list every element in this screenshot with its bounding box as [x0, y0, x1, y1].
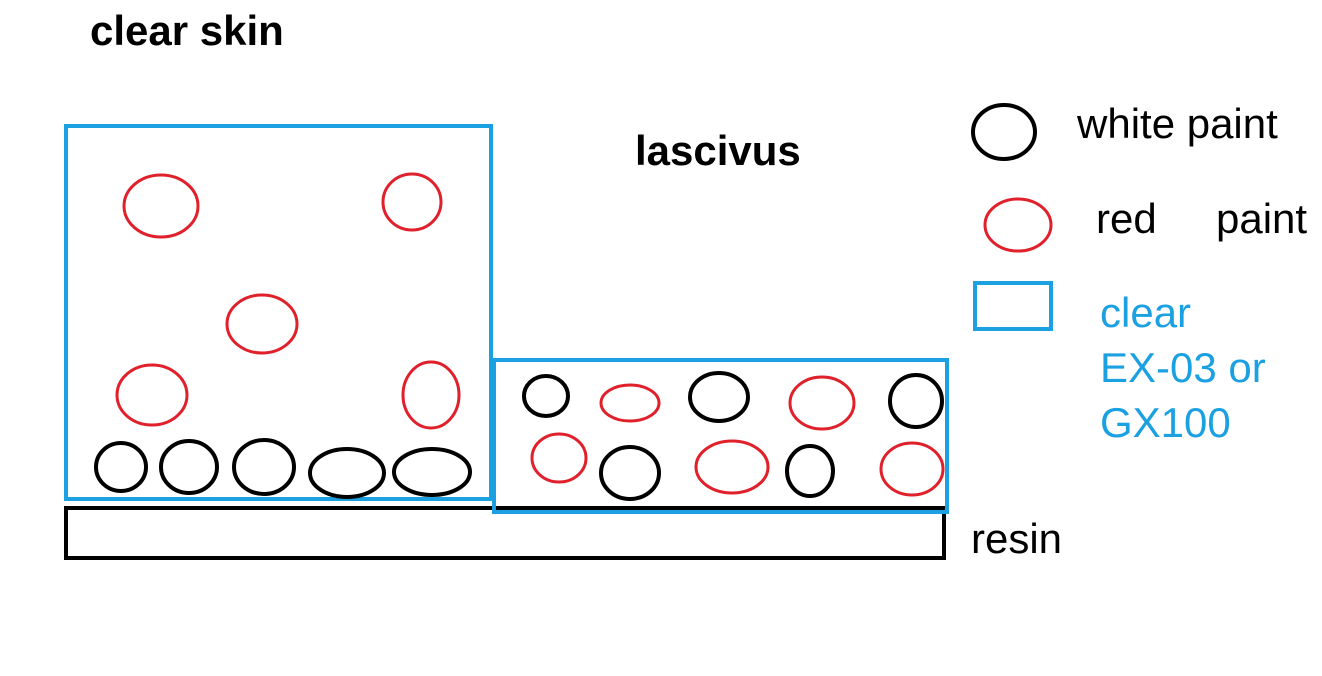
white-paint-dot	[308, 447, 386, 499]
legend-red-paint-label-word2: paint	[1216, 195, 1308, 242]
legend-clear-line: clear	[1100, 289, 1192, 336]
clear-skin-clear-box	[64, 124, 493, 501]
legend-white-paint-symbol	[971, 103, 1037, 161]
white-paint-dot	[232, 438, 296, 496]
lascivus-group	[492, 358, 949, 514]
white-paint-dot	[94, 441, 148, 493]
white-paint-dot	[688, 371, 750, 423]
red-paint-dot	[530, 432, 588, 484]
legend-clear-symbol	[973, 281, 1053, 331]
white-paint-dot	[785, 444, 835, 498]
clear-skin-group	[64, 124, 493, 501]
red-paint-dot	[599, 383, 661, 423]
legend-red-paint-symbol	[983, 197, 1053, 253]
red-paint-dot	[115, 363, 189, 427]
white-paint-dot	[599, 445, 661, 501]
legend-clear-line: EX-03 or	[1100, 344, 1266, 391]
red-paint-dot	[122, 173, 200, 239]
white-paint-dot	[392, 447, 472, 497]
red-paint-dot	[401, 360, 461, 430]
legend-clear-line: GX100	[1100, 399, 1231, 446]
red-paint-dot	[694, 439, 770, 495]
white-paint-dot	[522, 374, 570, 418]
white-paint-dot	[159, 439, 219, 495]
legend-white-paint-label: white paint	[1077, 100, 1278, 147]
clear-skin-title: clear skin	[90, 7, 284, 54]
red-paint-dot	[788, 375, 856, 431]
red-paint-dot	[879, 441, 945, 497]
red-paint-dot	[381, 172, 443, 232]
legend-clear-label: clear EX-03 or GX100	[1100, 285, 1315, 450]
red-paint-dot	[225, 293, 299, 355]
white-paint-dot	[888, 373, 944, 429]
lascivus-title: lascivus	[635, 127, 801, 174]
resin-layer	[64, 506, 946, 560]
resin-label: resin	[971, 515, 1063, 562]
legend-red-paint-label-word1: red	[1096, 195, 1157, 242]
lascivus-clear-box	[492, 358, 949, 514]
